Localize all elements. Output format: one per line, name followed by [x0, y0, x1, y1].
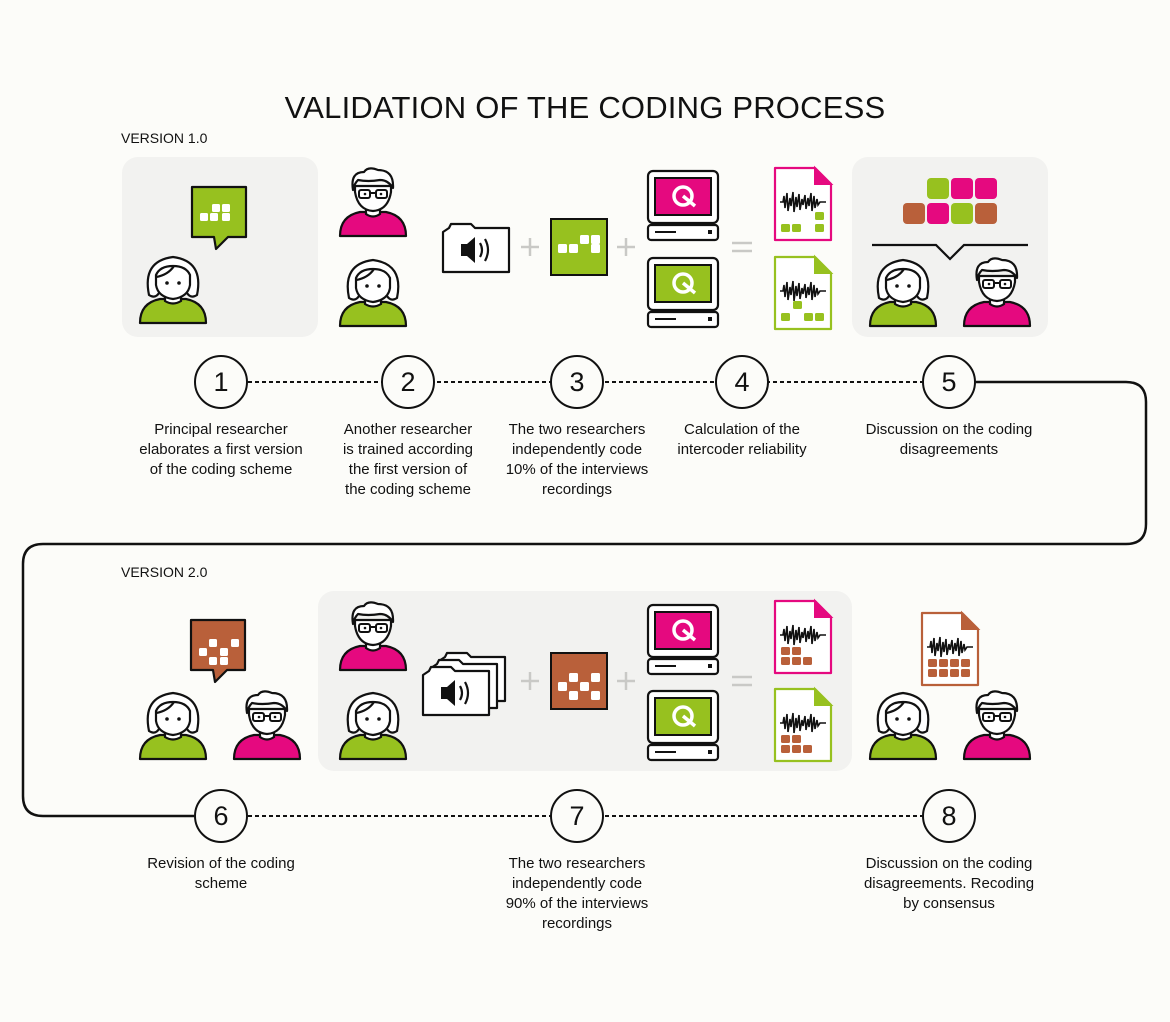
computer-icon — [646, 169, 720, 242]
woman-researcher-icon — [868, 691, 938, 761]
step-3-caption: The two researchers independently code 1… — [505, 421, 649, 498]
coded-audio-file-icon — [920, 610, 981, 687]
coded-audio-file-icon — [773, 165, 834, 242]
codebook-icon — [550, 652, 608, 710]
step-2-caption: Another researcher is trained according … — [342, 421, 474, 498]
plus-sign — [617, 238, 635, 256]
step-6-number: 6 — [194, 789, 248, 843]
version-2-label: VERSION 2.0 — [121, 564, 208, 580]
man-researcher-icon — [338, 167, 408, 238]
computer-icon — [646, 256, 720, 329]
coded-audio-file-icon — [773, 254, 834, 331]
plus-sign — [617, 672, 635, 690]
speech-bubble-icon — [190, 185, 248, 251]
plus-sign — [521, 672, 539, 690]
audio-folder-icon — [441, 222, 511, 274]
speech-bubble-icon — [189, 618, 247, 684]
step-6-caption: Revision of the coding scheme — [147, 855, 295, 892]
step-2-number: 2 — [381, 355, 435, 409]
page-title: VALIDATION OF THE CODING PROCESS — [284, 90, 886, 125]
step-8-caption: Discussion on the coding disagreements. … — [863, 855, 1035, 912]
step-8-number: 8 — [922, 789, 976, 843]
step-1-caption: Principal researcher elaborates a first … — [139, 421, 303, 478]
coded-audio-file-icon — [773, 686, 834, 763]
step-1-number: 1 — [194, 355, 248, 409]
computer-icon — [646, 603, 720, 676]
plus-sign — [521, 238, 539, 256]
man-researcher-icon — [232, 690, 302, 761]
step-5-number: 5 — [922, 355, 976, 409]
woman-researcher-icon — [338, 258, 408, 328]
coding-disagreement-blocks — [872, 178, 1028, 261]
step-7-caption: The two researchers independently code 9… — [505, 855, 649, 932]
equals-sign — [732, 675, 752, 687]
computer-icon — [646, 689, 720, 762]
step-4-caption: Calculation of the intercoder reliabilit… — [677, 421, 807, 458]
step-7-number: 7 — [550, 789, 604, 843]
step-3-number: 3 — [550, 355, 604, 409]
equals-sign — [732, 241, 752, 253]
coded-audio-file-icon — [773, 598, 834, 675]
step-4-number: 4 — [715, 355, 769, 409]
woman-researcher-icon — [138, 691, 208, 761]
version-1-label: VERSION 1.0 — [121, 130, 208, 146]
codebook-icon — [550, 218, 608, 276]
man-researcher-icon — [962, 690, 1032, 761]
flow-connector — [21, 380, 1148, 818]
step-5-caption: Discussion on the coding disagreements — [865, 421, 1033, 458]
